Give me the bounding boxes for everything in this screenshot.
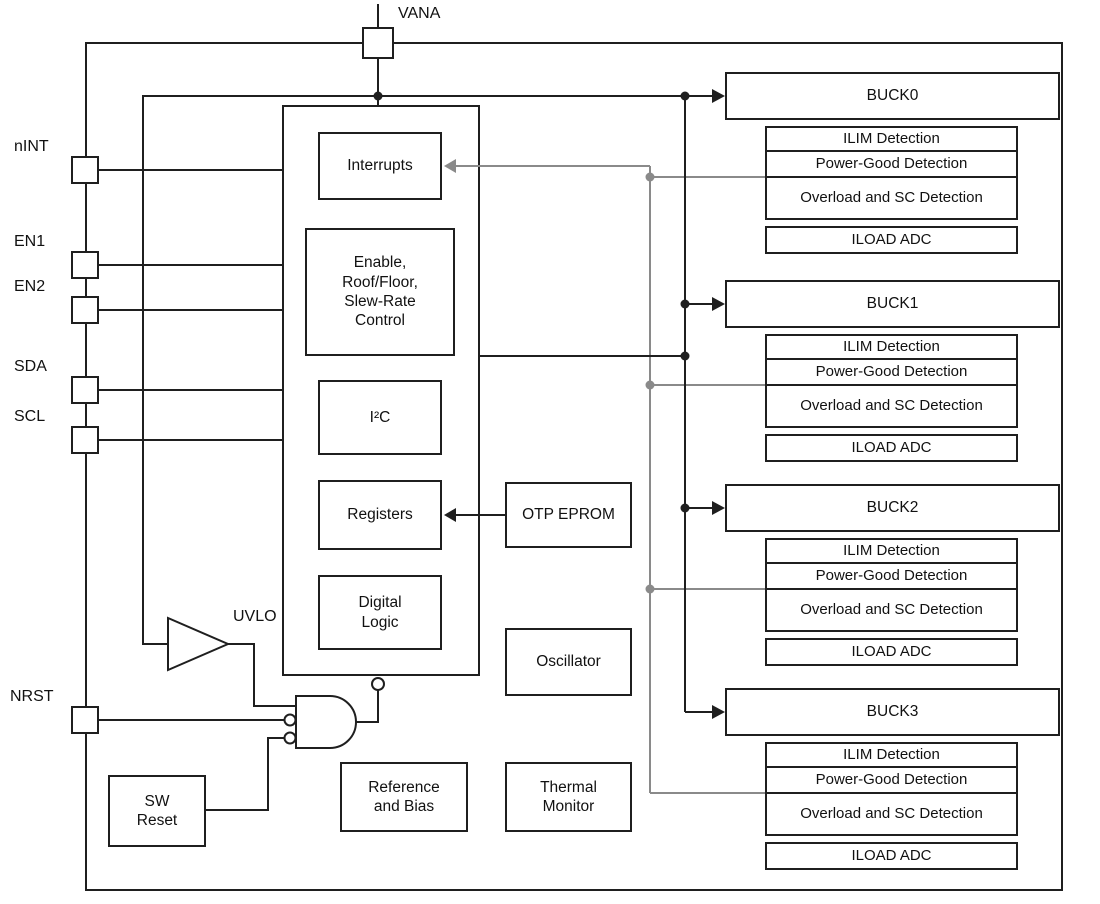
buck1-overload-sc-detection-row: Overload and SC Detection [765,384,1018,428]
nrst-pin-label: NRST [10,688,54,705]
nint-pin-label: nINT [14,138,49,155]
buck3-iload-adc-row: ILOAD ADC [765,842,1018,870]
otp-eprom-block: OTP EPROM [505,482,632,548]
enable-roof-floor-slew-rate-control-block: Enable, Roof/Floor, Slew-Rate Control [305,228,455,356]
registers-block: Registers [318,480,442,550]
buck1-block: BUCK1 [725,280,1060,328]
buck3-ilim-detection-row: ILIM Detection [765,742,1018,768]
reference-and-bias-block: Reference and Bias [340,762,468,832]
buck2-block: BUCK2 [725,484,1060,532]
sda-pin-label: SDA [14,358,47,375]
vana-pin-label: VANA [398,5,441,22]
digital-logic-block: Digital Logic [318,575,442,650]
i2c-block: I²C [318,380,442,455]
scl-pin-label: SCL [14,408,46,425]
en1-pin-label: EN1 [14,233,46,250]
buck0-block: BUCK0 [725,72,1060,120]
buck0-overload-sc-detection-row: Overload and SC Detection [765,176,1018,220]
buck2-power-good-detection-row: Power-Good Detection [765,562,1018,590]
oscillator-block: Oscillator [505,628,632,696]
buck0-iload-adc-row: ILOAD ADC [765,226,1018,254]
en2-pin-label: EN2 [14,278,46,295]
interrupts-block: Interrupts [318,132,442,200]
buck0-power-good-detection-row: Power-Good Detection [765,150,1018,178]
buck2-overload-sc-detection-row: Overload and SC Detection [765,588,1018,632]
buck2-ilim-detection-row: ILIM Detection [765,538,1018,564]
uvlo-label: UVLO [233,608,277,625]
buck1-ilim-detection-row: ILIM Detection [765,334,1018,360]
buck3-block: BUCK3 [725,688,1060,736]
buck1-power-good-detection-row: Power-Good Detection [765,358,1018,386]
sw-reset-block: SW Reset [108,775,206,847]
buck3-overload-sc-detection-row: Overload and SC Detection [765,792,1018,836]
buck2-iload-adc-row: ILOAD ADC [765,638,1018,666]
thermal-monitor-block: Thermal Monitor [505,762,632,832]
buck0-ilim-detection-row: ILIM Detection [765,126,1018,152]
buck3-power-good-detection-row: Power-Good Detection [765,766,1018,794]
buck1-iload-adc-row: ILOAD ADC [765,434,1018,462]
